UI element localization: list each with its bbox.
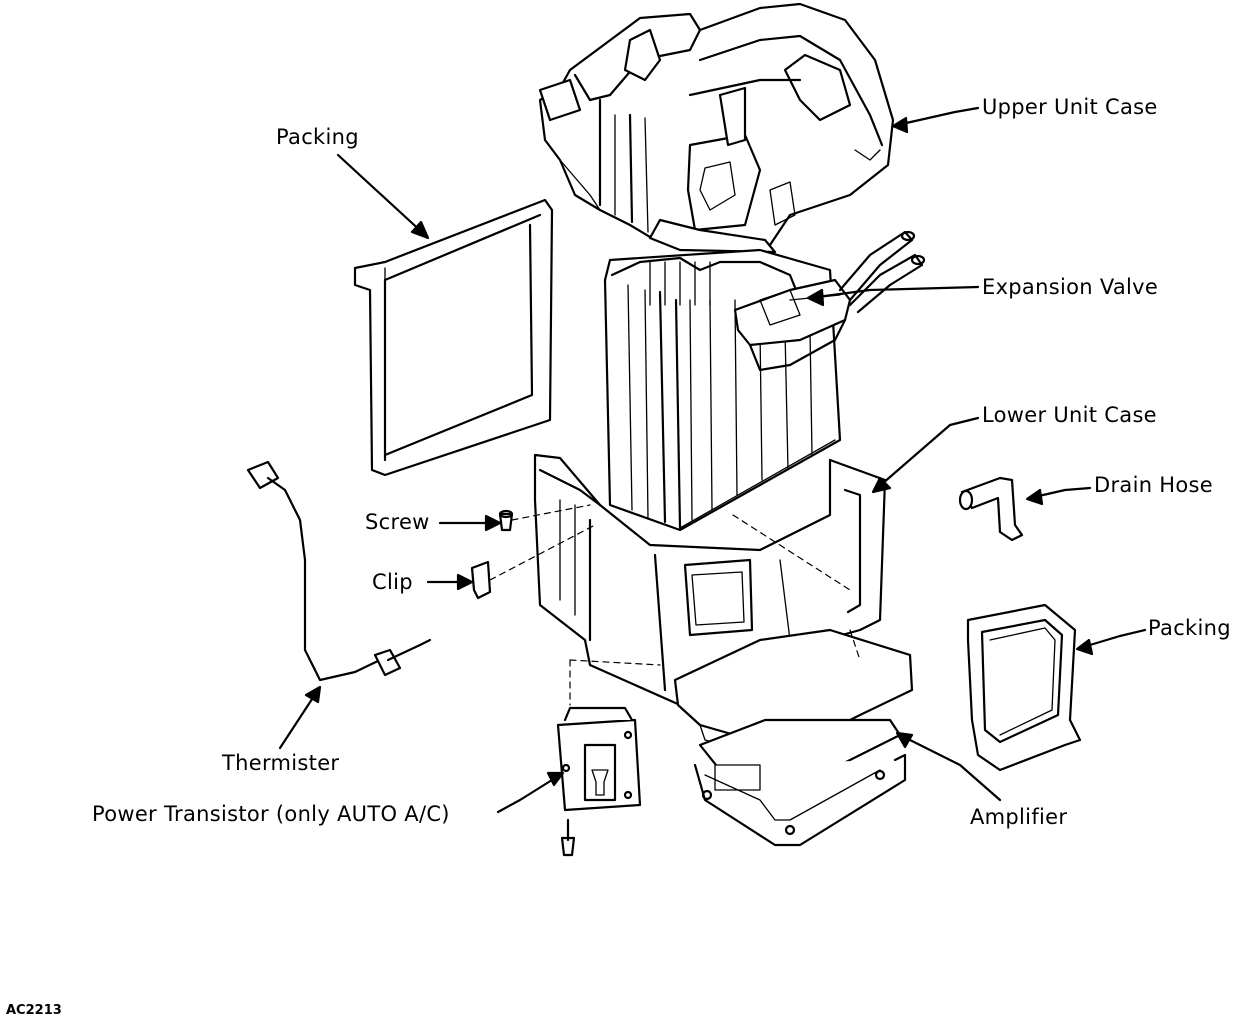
assembly-lines bbox=[489, 504, 861, 706]
packing-right-part bbox=[966, 603, 1082, 772]
label-upper-unit-case: Upper Unit Case bbox=[982, 95, 1158, 119]
label-clip: Clip bbox=[372, 570, 413, 594]
label-thermister: Thermister bbox=[222, 751, 340, 775]
label-drain-hose: Drain Hose bbox=[1094, 473, 1213, 497]
screw-part bbox=[498, 509, 514, 532]
packing-left-part bbox=[353, 198, 554, 477]
label-packing-left: Packing bbox=[276, 125, 359, 149]
label-amplifier: Amplifier bbox=[970, 805, 1068, 829]
drain-hose-part bbox=[958, 476, 1024, 542]
clip-part bbox=[470, 560, 492, 600]
figure-code: AC2213 bbox=[6, 1003, 62, 1018]
label-packing-right: Packing bbox=[1148, 616, 1231, 640]
amplifier-part bbox=[673, 628, 914, 847]
power-transistor-part bbox=[556, 706, 642, 857]
label-lower-unit-case: Lower Unit Case bbox=[982, 403, 1157, 427]
label-expansion-valve: Expansion Valve bbox=[982, 275, 1159, 299]
label-screw: Screw bbox=[365, 510, 430, 534]
upper-unit-case bbox=[538, 2, 895, 254]
leader-lines bbox=[278, 106, 1147, 814]
label-power-transistor: Power Transistor (only AUTO A/C) bbox=[92, 802, 450, 826]
thermister-part bbox=[246, 460, 432, 682]
